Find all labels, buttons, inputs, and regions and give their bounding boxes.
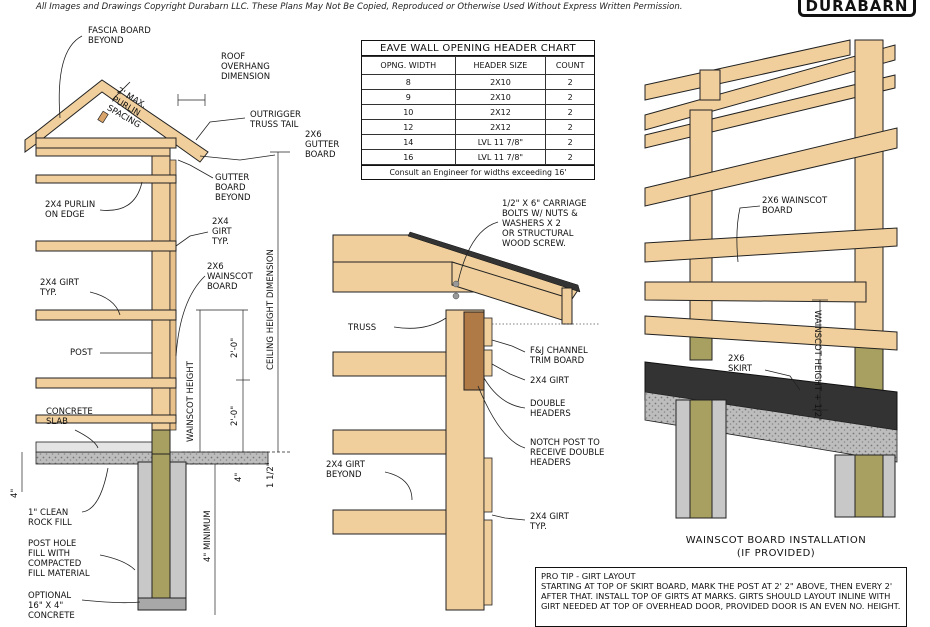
table-row: 10 2X12 2 bbox=[362, 104, 594, 120]
label-wainscot-board: 2X6 WAINSCOT BOARD bbox=[207, 262, 253, 292]
label-dim-4-right: 4" bbox=[234, 472, 244, 482]
table-cell: LVL 11 7/8" bbox=[454, 149, 547, 165]
label-post: POST bbox=[70, 348, 93, 358]
table-cell: 2 bbox=[545, 119, 594, 135]
table-cell: LVL 11 7/8" bbox=[454, 134, 547, 150]
table-cell: 8 bbox=[362, 74, 456, 90]
label-skirt: 2X6 SKIRT bbox=[728, 354, 752, 374]
header-chart-title: EAVE WALL OPENING HEADER CHART bbox=[362, 41, 594, 56]
label-gutter-beyond: GUTTER BOARD BEYOND bbox=[215, 173, 251, 203]
label-rock-fill: 1" CLEAN ROCK FILL bbox=[28, 508, 72, 528]
table-cell: 2X10 bbox=[454, 74, 547, 90]
label-girt-typ: 2X4 GIRT TYP. bbox=[212, 217, 232, 247]
label-notch-post: NOTCH POST TO RECEIVE DOUBLE HEADERS bbox=[530, 438, 605, 468]
table-cell: 16 bbox=[362, 149, 456, 165]
column-header: HEADER SIZE bbox=[454, 56, 547, 75]
table-cell: 2 bbox=[545, 134, 594, 150]
table-cell: 2 bbox=[545, 104, 594, 120]
label-wainscot-board-right: 2X6 WAINSCOT BOARD bbox=[762, 196, 828, 216]
table-row: 14 LVL 11 7/8" 2 bbox=[362, 134, 594, 150]
column-header: COUNT bbox=[545, 56, 594, 75]
table-cell: 2 bbox=[545, 74, 594, 90]
column-header: OPNG. WIDTH bbox=[362, 56, 456, 75]
durabarn-logo: DURABARN bbox=[798, 0, 916, 17]
pro-tip-box: PRO TIP - GIRT LAYOUT STARTING AT TOP OF… bbox=[535, 567, 907, 627]
label-purlin-edge: 2X4 PURLIN ON EDGE bbox=[45, 200, 96, 220]
right-wainscot-view bbox=[644, 39, 898, 519]
label-ceiling-height: CEILING HEIGHT DIMENSION bbox=[266, 249, 276, 370]
header-chart-table: OPNG. WIDTH HEADER SIZE COUNT 8 2X10 2 9… bbox=[362, 56, 594, 165]
copyright-notice: All Images and Drawings Copyright Duraba… bbox=[36, 2, 683, 12]
table-cell: 10 bbox=[362, 104, 456, 120]
pro-tip-body: STARTING AT TOP OF SKIRT BOARD, MARK THE… bbox=[541, 581, 901, 611]
header-chart-note: Consult an Engineer for widths exceeding… bbox=[362, 165, 594, 179]
label-dim-1-5: 1 1/2" bbox=[266, 462, 276, 488]
table-cell: 2X12 bbox=[454, 104, 547, 120]
label-girt-typ-2: 2X4 GIRT TYP. bbox=[40, 278, 79, 298]
table-row: 16 LVL 11 7/8" 2 bbox=[362, 149, 594, 165]
label-four-minimum: 4" MINIMUM bbox=[203, 510, 213, 562]
table-cell: 2 bbox=[545, 89, 594, 105]
table-row: 8 2X10 2 bbox=[362, 74, 594, 90]
table-cell: 12 bbox=[362, 119, 456, 135]
table-cell: 2X10 bbox=[454, 89, 547, 105]
table-cell: 2X12 bbox=[454, 119, 547, 135]
label-2x4-girt: 2X4 GIRT bbox=[530, 376, 569, 386]
table-row: 12 2X12 2 bbox=[362, 119, 594, 135]
label-fj-channel: F&J CHANNEL TRIM BOARD bbox=[530, 346, 588, 366]
label-girt-typ-center: 2X4 GIRT TYP. bbox=[530, 512, 569, 532]
label-wainscot-height-right: WAINSCOT HEIGHT + 1/2" bbox=[812, 310, 822, 422]
label-fascia-board: FASCIA BOARD BEYOND bbox=[88, 26, 151, 46]
center-header-section bbox=[332, 221, 600, 611]
pro-tip-title: PRO TIP - GIRT LAYOUT bbox=[541, 571, 636, 581]
label-roof-overhang: ROOF OVERHANG DIMENSION bbox=[221, 52, 271, 82]
label-dim-4-left: 4" bbox=[10, 488, 20, 498]
table-cell: 14 bbox=[362, 134, 456, 150]
table-cell: 2 bbox=[545, 149, 594, 165]
label-dim-2-0-lower: 2'-0" bbox=[230, 405, 240, 426]
label-dim-2-0-upper: 2'-0" bbox=[230, 337, 240, 358]
label-truss: TRUSS bbox=[348, 323, 377, 333]
label-post-hole: POST HOLE FILL WITH COMPACTED FILL MATER… bbox=[28, 539, 90, 579]
header-chart: EAVE WALL OPENING HEADER CHART OPNG. WID… bbox=[361, 40, 595, 180]
label-concrete-slab: CONCRETE SLAB bbox=[46, 407, 93, 427]
label-girt-beyond: 2X4 GIRT BEYOND bbox=[326, 460, 365, 480]
table-row: 9 2X10 2 bbox=[362, 89, 594, 105]
table-cell: 9 bbox=[362, 89, 456, 105]
label-double-headers: DOUBLE HEADERS bbox=[530, 399, 571, 419]
label-carriage-bolts: 1/2" X 6" CARRIAGE BOLTS W/ NUTS & WASHE… bbox=[502, 199, 587, 249]
label-wainscot-height: WAINSCOT HEIGHT bbox=[186, 361, 196, 442]
header-chart-header-row: OPNG. WIDTH HEADER SIZE COUNT bbox=[362, 56, 594, 75]
label-outrigger: OUTRIGGER TRUSS TAIL bbox=[250, 110, 301, 130]
label-optional-concrete: OPTIONAL 16" X 4" CONCRETE bbox=[28, 591, 75, 621]
wainscot-caption: WAINSCOT BOARD INSTALLATION (IF PROVIDED… bbox=[685, 535, 867, 559]
label-gutter-board: 2X6 GUTTER BOARD bbox=[305, 130, 340, 160]
left-wall-section bbox=[21, 35, 290, 615]
